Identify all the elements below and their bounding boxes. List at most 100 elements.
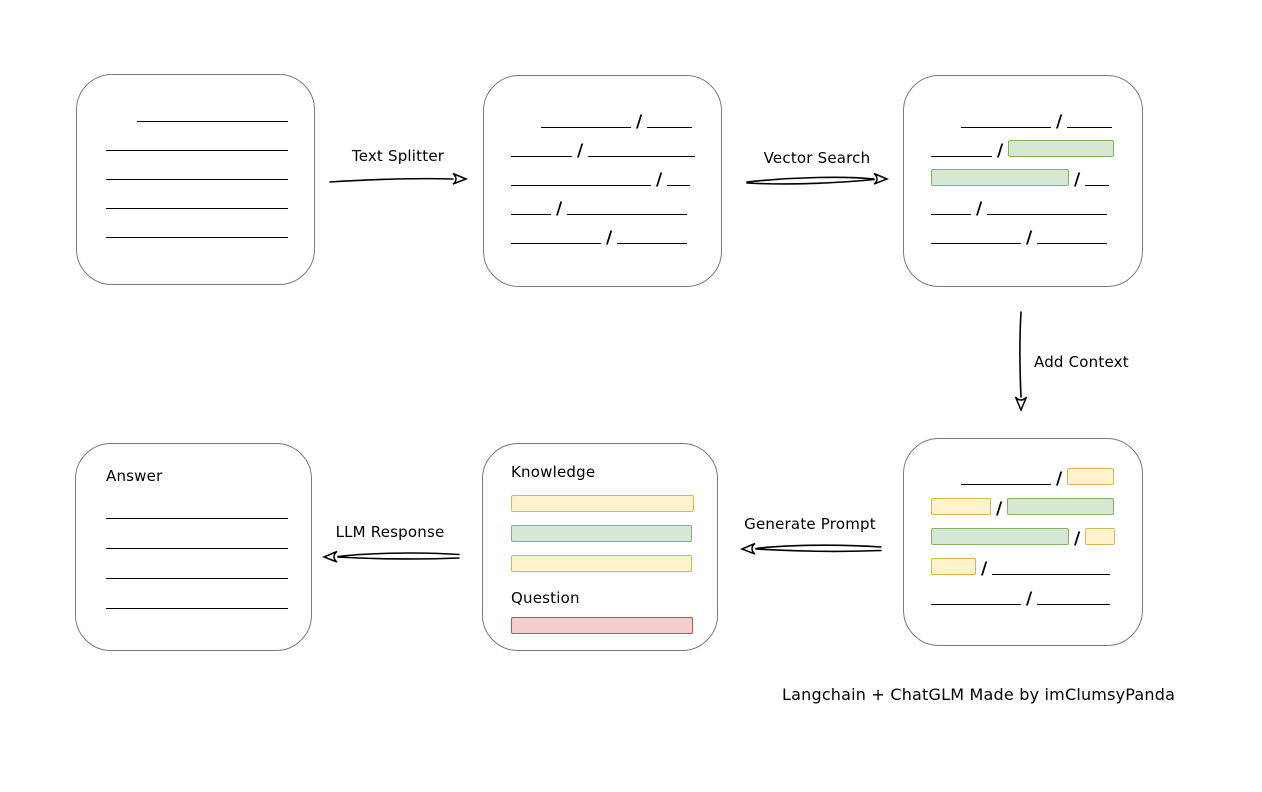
text-row: / [511,186,721,219]
yellow-highlight-chip [1067,468,1115,485]
text-line [992,574,1111,575]
text-line [1037,604,1111,605]
text-line [931,604,1021,605]
text-line [511,156,572,157]
slash-separator: / [636,112,643,132]
slash-separator: / [606,228,613,248]
answer-lines [76,486,311,609]
text-row: / [961,455,1142,489]
text-row: / [931,128,1142,161]
text-line [567,214,688,215]
text-row: / [931,575,1142,609]
document-text-lines [77,75,314,238]
text-line [647,127,693,128]
answer-box: Answer [75,443,312,651]
text-line [588,156,696,157]
yellow-highlight-chip [511,495,694,512]
text-splitter-arrow-icon [329,172,469,185]
yellow-highlight-chip [931,558,976,575]
text-line [106,548,288,549]
text-row: / [511,128,721,160]
text-line [511,243,601,244]
text-line [106,179,288,180]
slash-separator: / [981,559,988,579]
generate-prompt-label: Generate Prompt [744,515,876,533]
vector-search-label: Vector Search [763,149,871,167]
slash-separator: / [1074,529,1081,549]
text-line [511,185,651,186]
slash-separator: / [1056,112,1063,132]
text-line [987,214,1108,215]
text-row [106,549,311,579]
text-line [961,484,1051,485]
yellow-highlight-chip [511,555,692,572]
text-row: / [931,545,1142,579]
credit-caption: Langchain + ChatGLM Made by imClumsyPand… [782,685,1176,704]
text-line [106,518,288,519]
text-line [511,214,551,215]
text-line [931,243,1021,244]
split-text-box: ///// [483,75,722,287]
text-row: / [931,215,1142,248]
text-line [106,208,288,209]
slash-separator: / [997,141,1004,161]
slash-separator: / [1056,469,1063,489]
slash-separator: / [1026,228,1033,248]
text-row [106,151,314,180]
answer-label: Answer [106,467,163,485]
text-line [931,156,992,157]
context-lines: / / / / / [904,439,1142,609]
yellow-highlight-chip [931,498,991,515]
context-box: / / / / / [903,438,1143,646]
slash-separator: / [976,199,983,219]
slash-separator: / [1026,589,1033,609]
knowledge-label: Knowledge [511,463,596,481]
red-highlight-chip [511,617,693,634]
split-text-lines: ///// [484,76,721,248]
green-highlight-chip [931,528,1069,545]
text-line [617,243,688,244]
vector-search-arrow-icon [746,172,890,185]
text-row [137,93,314,122]
question-bar [483,608,717,634]
question-label: Question [511,589,580,607]
text-row [511,608,717,634]
yellow-highlight-chip [1085,528,1116,545]
text-row: / [931,186,1142,219]
text-row [511,542,717,572]
text-line [106,150,288,151]
text-line [667,185,691,186]
text-splitter-label: Text Splitter [351,147,445,165]
source-document-box [76,74,315,285]
text-line [961,127,1051,128]
green-highlight-chip [931,169,1069,186]
green-highlight-chip [511,525,692,542]
green-highlight-chip [1008,140,1115,157]
add-context-label: Add Context [1034,353,1129,371]
search-result-box: ///// [903,75,1143,287]
text-line [541,127,631,128]
slash-separator: / [996,499,1003,519]
text-row [106,122,314,151]
text-row [106,180,314,209]
text-line [106,608,288,609]
text-row: / [511,215,721,248]
text-row [106,489,311,519]
text-line [137,121,288,122]
text-row [106,519,311,549]
text-line [1085,185,1110,186]
text-row [106,209,314,238]
text-row: / [511,157,721,189]
text-row [511,512,717,542]
text-row [106,579,311,609]
llm-response-arrow-icon [321,550,460,563]
search-result-lines: ///// [904,76,1142,248]
text-row: / [961,99,1142,132]
slash-separator: / [556,199,563,219]
green-highlight-chip [1007,498,1115,515]
generate-prompt-arrow-icon [739,542,882,555]
add-context-arrow-icon [1014,311,1028,412]
text-row: / [931,515,1142,549]
text-line [1037,243,1108,244]
